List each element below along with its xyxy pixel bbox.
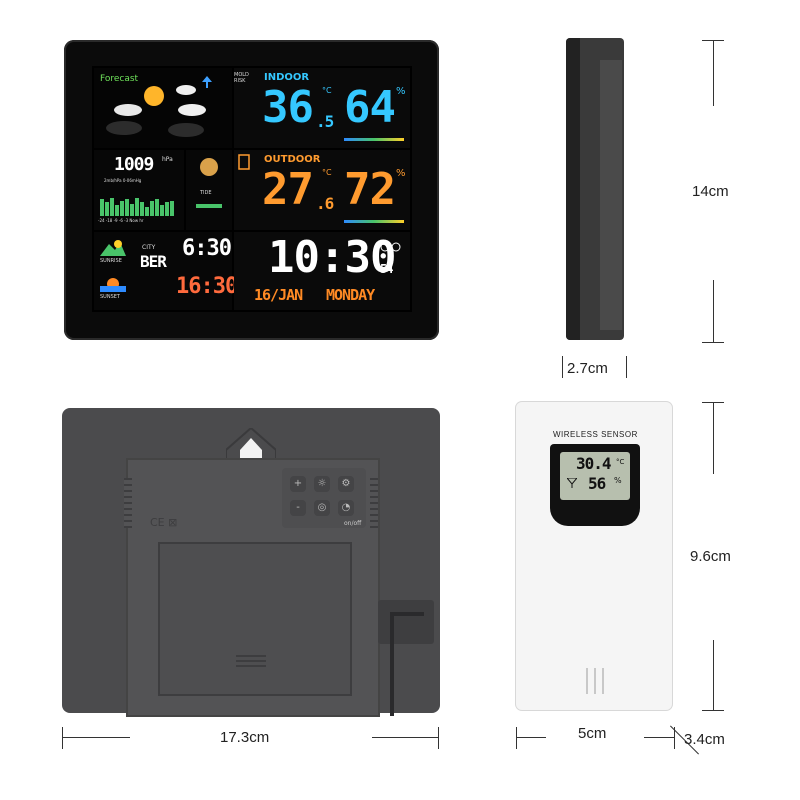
ce-mark: CE ⊠ [150, 516, 178, 529]
outdoor-label: OUTDOOR [264, 154, 321, 165]
sensor-humidity-unit: % [614, 476, 622, 485]
history-bar [155, 199, 159, 216]
hanging-hole-icon [226, 428, 276, 466]
battery-cover [158, 542, 352, 696]
indoor-humidity: 64 [344, 82, 396, 133]
outdoor-comfort-bar [344, 220, 404, 223]
back-button[interactable]: - [290, 500, 306, 516]
indoor-temp-decimal: .5 [316, 112, 334, 131]
dim-depth-sensor: 3.4cm [684, 731, 725, 748]
history-bar [125, 199, 129, 216]
history-bar [115, 205, 119, 216]
sensor-temp: 30.4 [576, 454, 612, 473]
history-bar [120, 201, 124, 216]
pressure-value: 1009 [114, 154, 154, 175]
sunset-icon [100, 278, 126, 292]
history-bar [170, 201, 174, 216]
city-code: BER [140, 252, 167, 271]
indoor-comfort-bar [344, 138, 404, 141]
vent-left [124, 478, 132, 528]
clock-seconds: 54 [380, 262, 393, 276]
dim-height-sensor: 9.6cm [690, 548, 731, 565]
sensor-title: WIRELESS SENSOR [553, 430, 638, 439]
weekday-text: MONDAY [326, 286, 375, 304]
back-button[interactable]: ☼ [314, 476, 330, 492]
back-button[interactable]: + [290, 476, 306, 492]
history-bar [130, 204, 134, 216]
date-text: 16/JAN [254, 286, 303, 304]
back-button[interactable]: ◔ [338, 500, 354, 516]
mold-risk-label: MOLD RISK [234, 72, 249, 84]
back-button[interactable]: ◎ [314, 500, 330, 516]
back-buttons: + -☼ ⚙ ◎ ◔ [290, 476, 360, 524]
pressure-history-bars [100, 186, 180, 216]
dim-depth-display: 2.7cm [567, 360, 608, 377]
on-off-label: on/off [344, 520, 362, 527]
sensor-humidity: 56 [588, 474, 606, 493]
clock-time: 10:30 [268, 232, 396, 283]
lcd-screen: Forecast MOLD RISK INDOOR 36 .5 °C 64 % … [92, 66, 412, 312]
side-view-front-edge [566, 38, 580, 340]
pressure-panel: 1009 hPa 2mb/hPa 0-06mHg -24 -18 -9 -6 -… [94, 150, 184, 230]
outdoor-temp-unit: °C [322, 168, 332, 177]
sunset-time: 16:30 [176, 274, 238, 299]
history-bar [165, 202, 169, 216]
back-button[interactable]: ⚙ [338, 476, 354, 492]
outdoor-humidity: 72 [344, 164, 396, 215]
cable-slot [378, 600, 434, 644]
alarm-icon [380, 242, 401, 252]
sunset-label: SUNSET [100, 294, 120, 300]
history-bar [140, 202, 144, 216]
moon-icon [200, 158, 218, 176]
dim-width-display: 17.3cm [220, 729, 270, 746]
history-bar [145, 207, 149, 216]
side-view-stand [600, 60, 622, 330]
history-bar [135, 198, 139, 216]
pressure-history-label: 2mb/hPa 0-06mHg [104, 178, 142, 183]
outdoor-panel: OUTDOOR 27 .6 °C 72 % [234, 150, 410, 230]
sunrise-label: SUNRISE [100, 258, 122, 264]
indoor-panel: MOLD RISK INDOOR 36 .5 °C 64 % [234, 68, 410, 148]
forecast-panel: Forecast [94, 68, 232, 148]
sensor-lcd [560, 452, 630, 500]
sun-times-panel: SUNRISE SUNSET CITY BER 6:30 16:30 [94, 232, 238, 310]
city-label: CITY [142, 244, 156, 251]
history-bar [160, 205, 164, 216]
arrow-up-icon [202, 76, 212, 88]
pressure-unit: hPa [162, 156, 173, 163]
history-bar [100, 199, 104, 216]
tide-bar [196, 204, 222, 208]
sun-cloud-icon [106, 85, 206, 137]
outdoor-humidity-unit: % [396, 168, 406, 179]
history-axis: -24 -18 -9 -6 -3 Now hr [98, 218, 144, 223]
history-bar [110, 198, 114, 216]
sensor-icon [238, 154, 250, 170]
forecast-label: Forecast [100, 74, 139, 84]
indoor-label: INDOOR [264, 72, 310, 83]
sensor-temp-unit: °C [616, 458, 625, 466]
dim-width-sensor: 5cm [578, 725, 607, 742]
outdoor-temp: 27 [262, 164, 314, 215]
cable [390, 612, 424, 716]
signal-icon [567, 478, 577, 488]
sunrise-icon [100, 240, 126, 256]
outdoor-temp-decimal: .6 [316, 194, 334, 213]
vent-right [370, 478, 378, 528]
dim-height-display: 14cm [692, 183, 729, 200]
history-bar [150, 201, 154, 216]
indoor-temp-unit: °C [322, 86, 332, 95]
tide-panel: TIDE [186, 150, 232, 230]
indoor-temp: 36 [262, 82, 314, 133]
sunrise-time: 6:30 [182, 236, 232, 261]
clock-panel: 10:30 54 16/JAN MONDAY [234, 232, 410, 310]
sensor-vents [580, 668, 610, 694]
tide-label: TIDE [200, 190, 212, 196]
battery-cover-grip [236, 655, 266, 669]
history-bar [105, 202, 109, 216]
indoor-humidity-unit: % [396, 86, 406, 97]
